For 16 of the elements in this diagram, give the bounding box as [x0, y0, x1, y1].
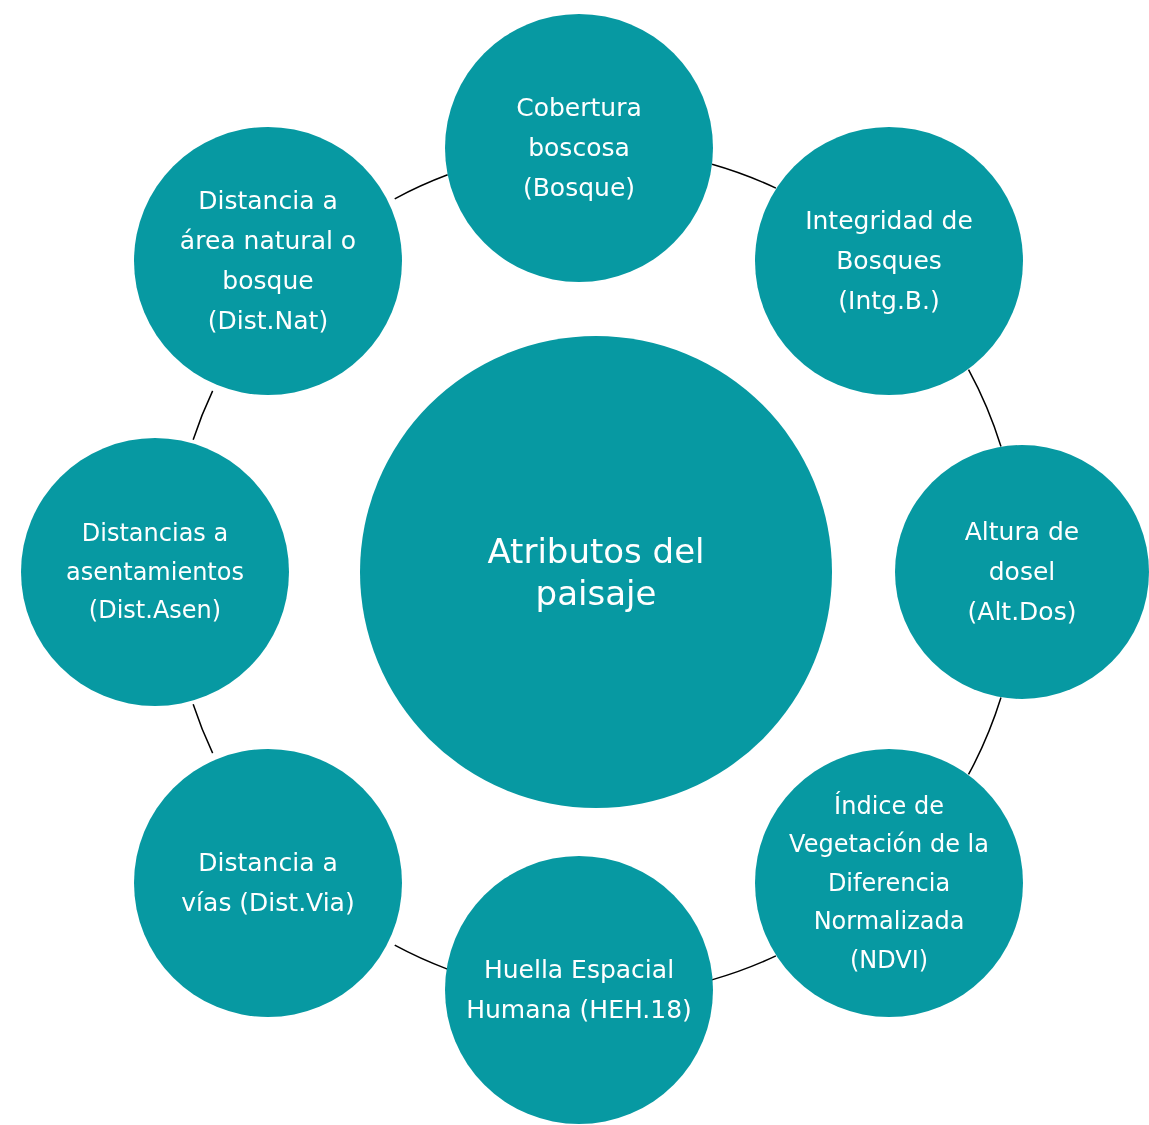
node-label: Distancia a área natural o bosque (Dist.Nat): [178, 185, 358, 337]
connector-arc: [711, 955, 777, 981]
node-label: Atributos del paisaje: [486, 529, 706, 615]
connector-arc: [394, 174, 449, 200]
connector-arc: [711, 163, 777, 189]
node-label: Índice de Vegetación de la Diferencia Normalizada (NDVI): [788, 790, 990, 976]
connector-arc: [967, 368, 1002, 448]
node-label: Altura de dosel (Alt.Dos): [963, 516, 1081, 628]
node-label: Distancia a vías (Dist.Via): [180, 847, 356, 919]
connector-arc: [967, 696, 1002, 776]
connector-arc: [192, 703, 214, 754]
connector-arc: [192, 390, 214, 441]
node-label: Cobertura boscosa (Bosque): [515, 92, 643, 204]
node-label: Distancias a asentamientos (Dist.Asen): [65, 518, 245, 627]
node-label: Integridad de Bosques (Intg.B.): [804, 205, 974, 317]
node-label: Huella Espacial Humana (HEH.18): [465, 954, 693, 1026]
